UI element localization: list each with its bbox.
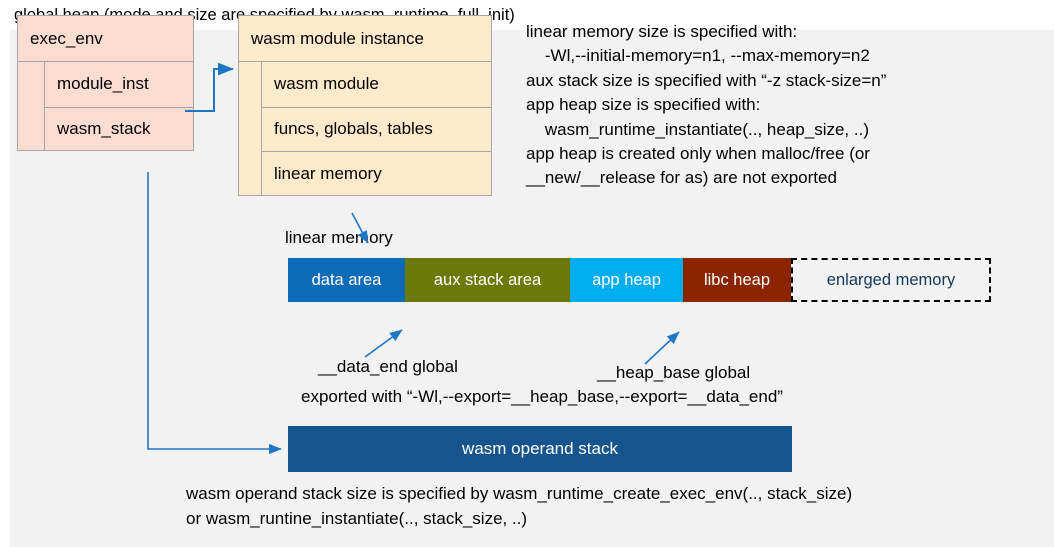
exec-env-gutter (18, 62, 45, 151)
wasm-module-instance-header: wasm module instance (239, 16, 491, 62)
operand-stack-notes: wasm operand stack size is specified by … (186, 484, 853, 528)
exec-env-box: exec_env module_inst wasm_stack (17, 15, 194, 151)
exec-env-field-module-inst: module_inst (57, 74, 149, 94)
wasm-module-instance-box: wasm module instance wasm module funcs, … (238, 15, 492, 196)
memory-segment-data-area: data area (288, 258, 405, 302)
linear-memory-bar-label: linear memory (285, 228, 393, 247)
wasm-module-instance-body: wasm module funcs, globals, tables linea… (239, 62, 491, 196)
memory-segment-aux-stack-area: aux stack area (405, 258, 570, 302)
memory-segment-app-heap: app heap (570, 258, 683, 302)
annotation-heap-base: __heap_base global (597, 363, 751, 382)
field-funcs-globals-tables: funcs, globals, tables (262, 106, 491, 152)
memory-segment-libc-heap: libc heap (683, 258, 791, 302)
linear-memory-notes: linear memory size is specified with: -W… (526, 22, 887, 188)
exec-env-rows: module_inst wasm_stack (45, 62, 193, 151)
exec-env-header: exec_env (18, 16, 193, 62)
memory-segment-enlarged-memory: enlarged memory (791, 258, 991, 302)
annotation-data-end: __data_end global (318, 357, 458, 376)
wasm-module-instance-gutter (239, 62, 262, 196)
wasm-module-instance-rows: wasm module funcs, globals, tables linea… (262, 62, 491, 196)
annotation-exported: exported with “-Wl,--export=__heap_base,… (301, 387, 783, 406)
exec-env-body: module_inst wasm_stack (18, 62, 193, 151)
exec-env-field-wasm-stack: wasm_stack (45, 106, 193, 152)
field-linear-memory: linear memory (262, 151, 491, 196)
field-wasm-module: wasm module (274, 74, 379, 94)
wasm-operand-stack-box: wasm operand stack (288, 426, 792, 472)
